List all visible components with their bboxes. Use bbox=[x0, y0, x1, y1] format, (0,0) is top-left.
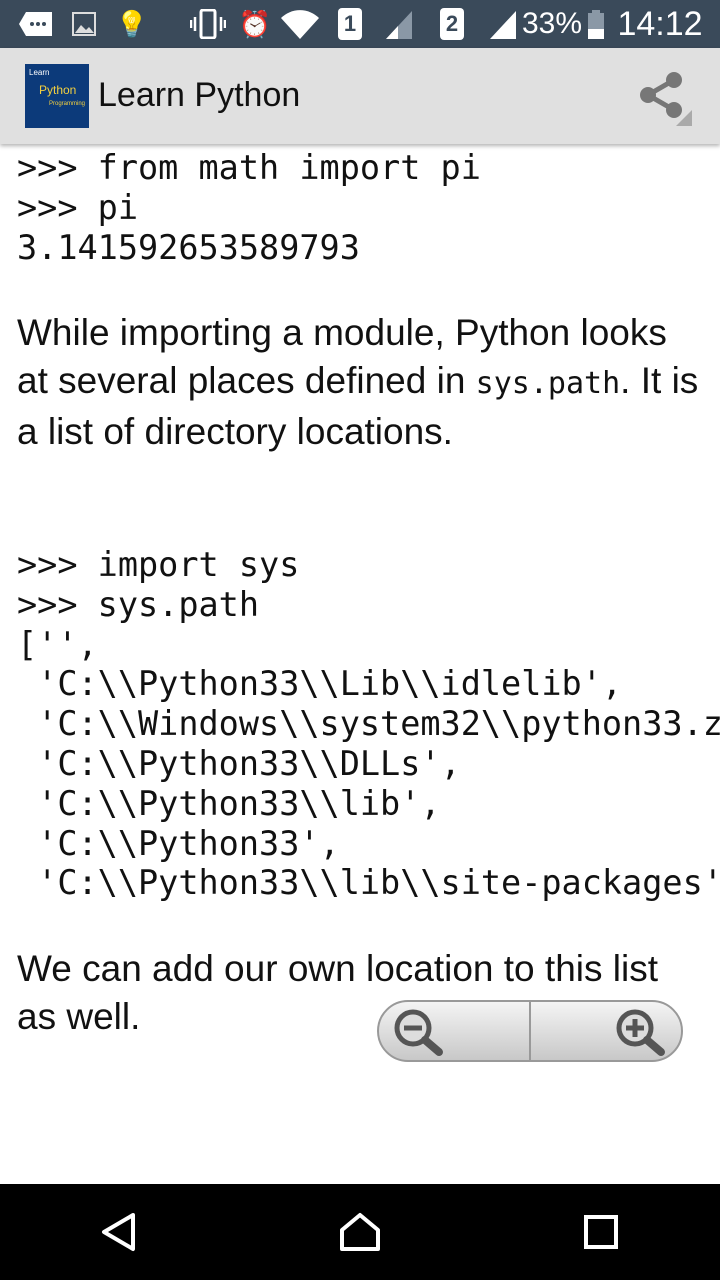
lightbulb-icon: 💡 bbox=[115, 8, 149, 39]
more-notifications-icon bbox=[18, 8, 54, 40]
back-icon[interactable] bbox=[99, 1212, 139, 1252]
code-block-sys-path: >>> import sys >>> sys.path ['', 'C:\\Py… bbox=[17, 545, 720, 903]
vibrate-icon bbox=[190, 8, 226, 40]
status-bar: 💡 ⏰ 1 2 33% 14:12 bbox=[0, 0, 720, 48]
share-icon[interactable] bbox=[636, 70, 692, 126]
signal-sim2-icon bbox=[488, 8, 518, 40]
sim1-badge: 1 bbox=[338, 8, 362, 40]
app-title: Learn Python bbox=[98, 76, 301, 114]
zoom-out-button[interactable] bbox=[379, 1002, 529, 1060]
home-icon[interactable] bbox=[338, 1212, 382, 1252]
wifi-icon bbox=[280, 8, 320, 40]
sim2-badge: 2 bbox=[440, 8, 464, 40]
inline-code: sys.path bbox=[475, 366, 621, 401]
recents-icon[interactable] bbox=[581, 1212, 621, 1252]
clock-time: 14:12 bbox=[617, 4, 703, 43]
battery-percent: 33% bbox=[521, 7, 583, 40]
paragraph-text: While importing a module, Python looks a… bbox=[17, 312, 667, 401]
navigation-bar bbox=[0, 1184, 720, 1280]
battery-charging-icon bbox=[586, 8, 606, 40]
zoom-controls bbox=[377, 1000, 683, 1062]
signal-sim1-icon bbox=[384, 8, 414, 40]
lesson-content[interactable]: >>> from math import pi >>> pi 3.1415926… bbox=[0, 144, 720, 1184]
image-icon bbox=[72, 8, 96, 40]
alarm-icon: ⏰ bbox=[238, 8, 272, 39]
code-block-pi: >>> from math import pi >>> pi 3.1415926… bbox=[17, 148, 481, 267]
zoom-in-button[interactable] bbox=[529, 1002, 681, 1060]
paragraph-sys-path: While importing a module, Python looks a… bbox=[17, 309, 707, 456]
paragraph-text: . It is a list of directory locations. bbox=[17, 360, 699, 452]
paragraph-add-location: We can add our own location to this list… bbox=[17, 948, 658, 1037]
